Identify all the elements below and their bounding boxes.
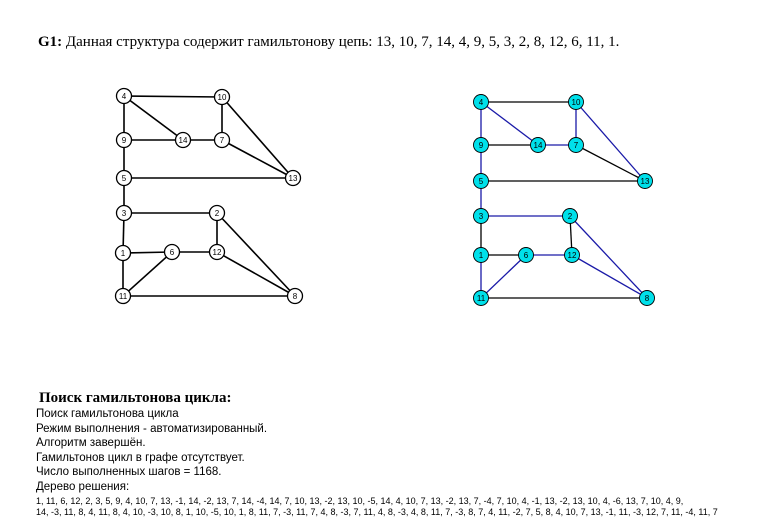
graph-edge	[221, 139, 294, 179]
graph-node-label: 11	[119, 292, 128, 301]
graph-node-label: 4	[479, 98, 484, 107]
graph-edge	[571, 254, 648, 299]
graph-node-label: 5	[122, 174, 127, 183]
graph-node-label: 7	[574, 141, 579, 150]
graph-node	[530, 137, 546, 153]
graph-right: 4 10 9 14 7 5 13 3 2 1 6 12 11 8	[473, 94, 655, 306]
graph-node-label: 9	[479, 141, 484, 150]
graph-node-label: 1	[479, 251, 484, 260]
graph-edge	[122, 251, 173, 297]
graph-node-label: 2	[215, 209, 220, 218]
graph-node	[637, 173, 653, 189]
graph-node-label: 12	[213, 248, 222, 257]
graph-edge	[216, 251, 296, 297]
log-sequence-line: 1, 11, 6, 12, 2, 3, 5, 9, 4, 10, 7, 13, …	[36, 495, 684, 506]
log-line: Гамильтонов цикл в графе отсутствует.	[36, 451, 245, 464]
graphs-canvas: 4 10 9 14 7 5 13 3 2 1 6 12 11 8 4 10 9 14 7 5 13 3 2 1 6 12 11 8	[114, 87, 655, 306]
log-line: Число выполненных шагов = 1168.	[36, 466, 222, 479]
graph-node	[473, 290, 489, 306]
graph-node	[115, 131, 133, 149]
graph-left: 4 10 9 14 7 5 13 3 2 1 6 12 11 8	[114, 87, 304, 305]
graph-node-label: 3	[122, 209, 127, 218]
log-line: Алгоритм завершён.	[36, 437, 146, 450]
graph-edge	[221, 96, 294, 179]
graph-node	[568, 137, 584, 153]
graph-node	[114, 244, 132, 262]
graph-node-label: 14	[179, 136, 188, 145]
graph-node-label: 6	[524, 251, 529, 260]
log-panel: Поиск гамильтонова цикла: Поиск гамильто…	[36, 390, 761, 518]
log-sequence-line: 14, -3, 11, 8, 4, 11, 8, 4, 10, -3, 10, …	[36, 506, 718, 517]
graph-node	[115, 169, 133, 187]
graph-edge	[569, 215, 648, 299]
graph-node	[284, 169, 302, 187]
log-line: Дерево решения:	[36, 480, 130, 493]
graph-node-label: 14	[534, 141, 543, 150]
graph-edge	[480, 101, 539, 146]
log-line: Режим выполнения - автоматизированный.	[36, 422, 268, 435]
log-line: Поиск гамильтонова цикла	[36, 408, 179, 420]
heading-text: Данная структура содержит гамильтонову ц…	[65, 34, 620, 50]
graph-node	[114, 287, 132, 305]
graph-node-label: 9	[122, 136, 127, 145]
graph-node-label: 8	[645, 294, 650, 303]
graph-node	[473, 137, 489, 153]
graph-node-label: 2	[568, 212, 573, 221]
graph-node	[163, 243, 181, 261]
graph-edge	[123, 95, 223, 98]
graph-node	[208, 204, 226, 222]
graph-edge	[575, 144, 646, 182]
graph-node	[213, 131, 231, 149]
graph-node-label: 4	[122, 92, 127, 101]
graph-edge	[480, 254, 527, 299]
graph-node-label: 7	[220, 136, 225, 145]
graph-node	[518, 247, 534, 263]
graph-node	[473, 247, 489, 263]
graph-node-label: 5	[479, 177, 484, 186]
graph-node	[564, 247, 580, 263]
graph-node	[286, 287, 304, 305]
graph-node-label: 1	[121, 249, 126, 258]
graph-node-label: 11	[477, 294, 486, 303]
heading-label: G1:	[38, 34, 63, 50]
graph-edge	[122, 251, 173, 254]
graph-edge	[123, 95, 184, 141]
graph-node-label: 3	[479, 212, 484, 221]
graph-node	[562, 208, 578, 224]
graph-node-label: 12	[568, 251, 577, 260]
graph-node	[639, 290, 655, 306]
graph-node-label: 13	[289, 174, 298, 183]
graph-node	[115, 204, 133, 222]
log-title: Поиск гамильтонова цикла:	[39, 390, 232, 406]
graph-node-label: 10	[218, 93, 227, 102]
graph-node	[473, 94, 489, 110]
graph-edge	[575, 101, 646, 182]
graph-node-label: 13	[641, 177, 650, 186]
graph-node	[213, 88, 231, 106]
graph-node	[115, 87, 133, 105]
page-heading: G1: Данная структура содержит гамильтоно…	[38, 34, 619, 51]
graph-node	[208, 243, 226, 261]
graph-node-label: 10	[572, 98, 581, 107]
graph-node-label: 8	[293, 292, 298, 301]
graph-node	[473, 208, 489, 224]
graph-edge	[216, 212, 296, 297]
graph-node-label: 6	[170, 248, 175, 257]
graph-node	[473, 173, 489, 189]
graph-node	[174, 131, 192, 149]
graph-node	[568, 94, 584, 110]
